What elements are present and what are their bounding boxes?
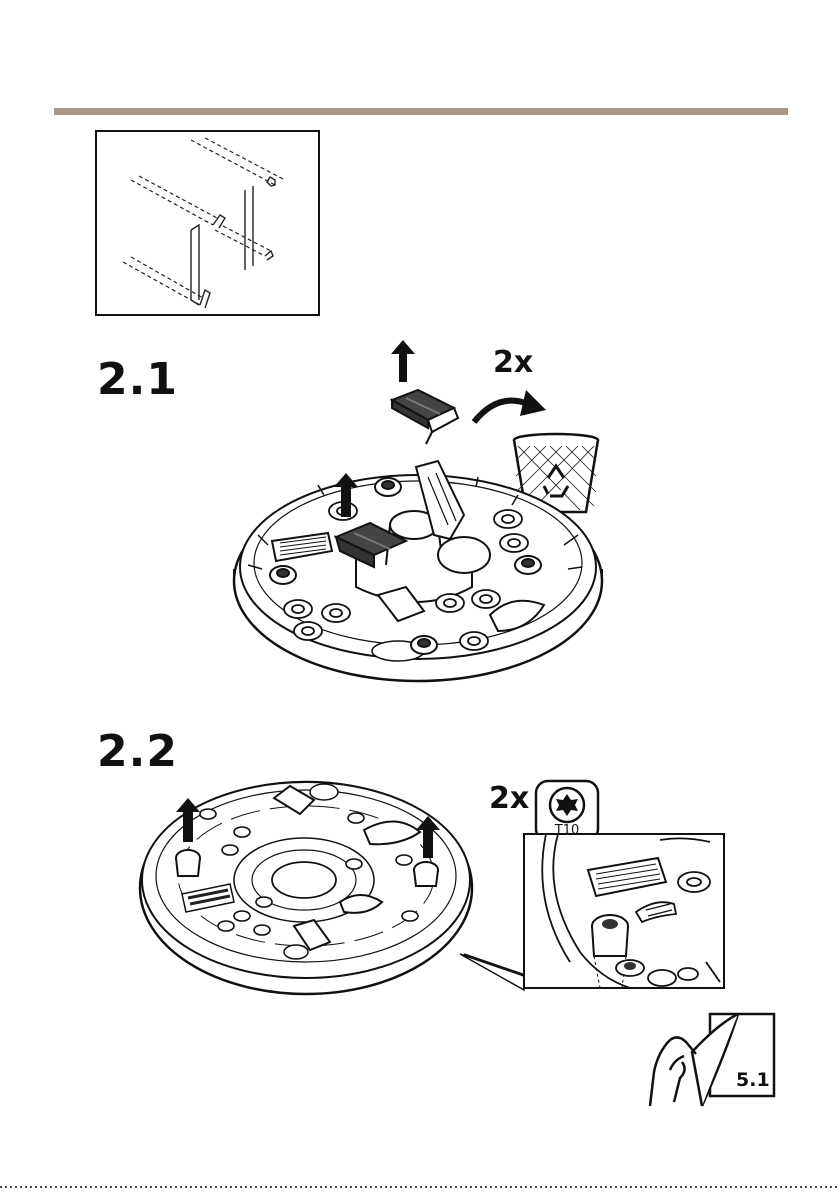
step-count-2-2: 2x	[489, 784, 529, 814]
step-label-2-2: 2.2	[97, 730, 178, 774]
mounting-plate-illustration	[134, 776, 486, 998]
reference-label: 5.1	[736, 1070, 770, 1090]
detail-zoom-illustration	[460, 832, 726, 992]
page-edge-dots	[0, 1186, 840, 1188]
removed-cover-icon	[388, 388, 460, 446]
up-arrow-icon	[390, 340, 416, 382]
mounting-bracket-illustration	[228, 455, 608, 683]
ceiling-box-illustration	[95, 130, 320, 316]
page-turn-icon	[648, 1012, 778, 1108]
step-label-2-1: 2.1	[97, 358, 178, 402]
step-count-2-1: 2x	[493, 348, 533, 378]
header-rule	[54, 108, 788, 115]
curved-arrow-icon	[468, 388, 548, 428]
